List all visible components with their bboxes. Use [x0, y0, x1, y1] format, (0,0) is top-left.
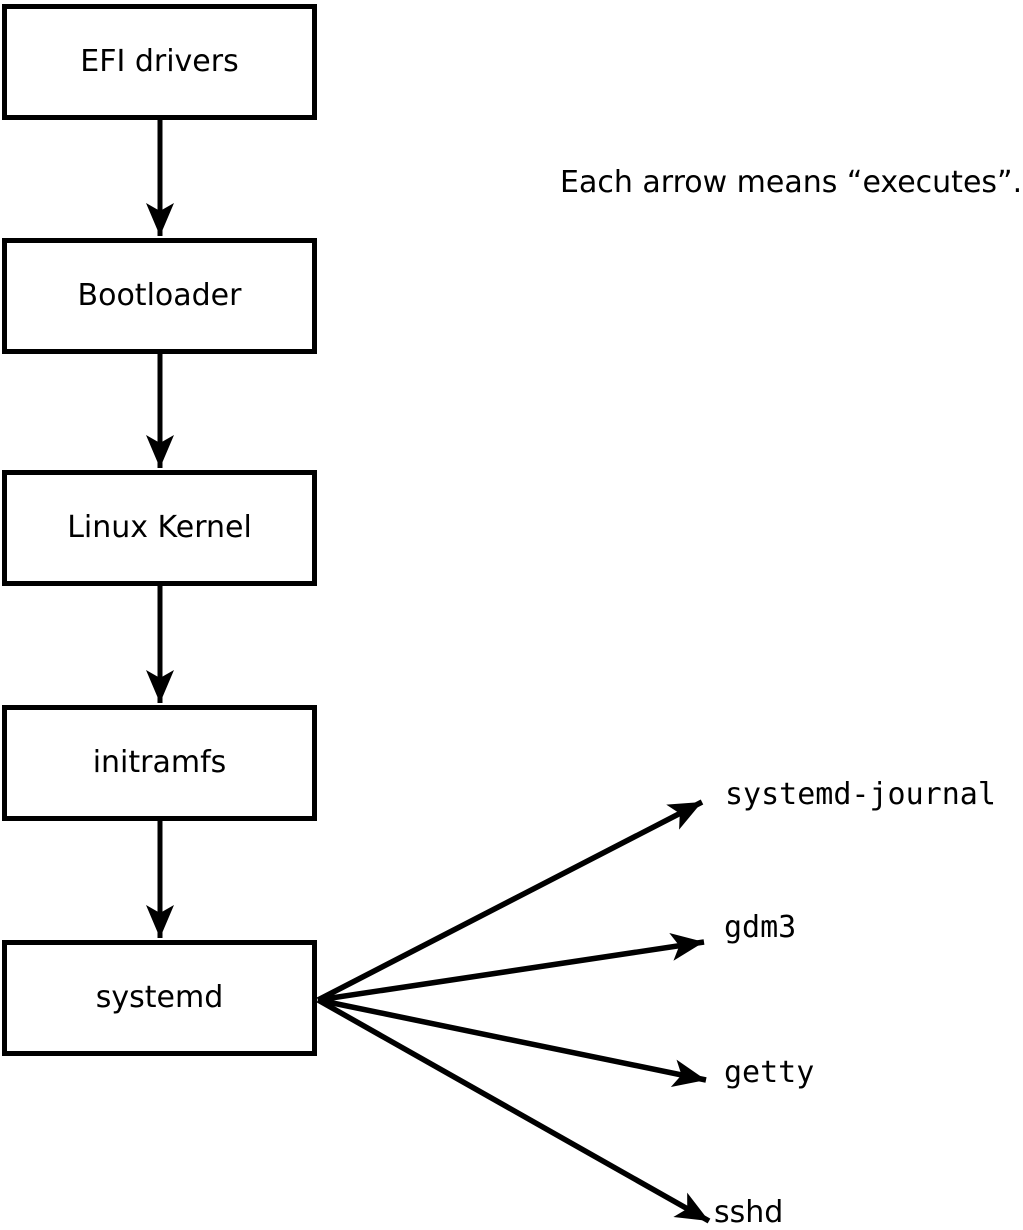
- label-getty: getty: [724, 1055, 815, 1090]
- node-initramfs-label: initramfs: [92, 745, 227, 780]
- node-systemd-label: systemd: [95, 980, 224, 1015]
- arrow-systemd-to-gdm3: [317, 933, 705, 1003]
- label-sshd: sshd: [714, 1195, 784, 1230]
- arrow-legend-text: Each arrow means “executes”.: [560, 165, 1023, 200]
- node-linux-kernel: Linux Kernel: [2, 470, 317, 586]
- node-systemd: systemd: [2, 940, 317, 1056]
- arrow-systemd-to-getty: [317, 997, 707, 1088]
- arrow-systemd-to-sshd: [316, 997, 711, 1224]
- arrow-systemd-to-journal: [316, 799, 704, 1003]
- label-gdm3: gdm3: [724, 910, 797, 945]
- label-systemd-journal: systemd-journal: [725, 777, 996, 812]
- node-bootloader-label: Bootloader: [77, 278, 242, 313]
- node-efi-drivers-label: EFI drivers: [80, 44, 239, 79]
- node-initramfs: initramfs: [2, 705, 317, 821]
- node-linux-kernel-label: Linux Kernel: [67, 510, 252, 545]
- node-bootloader: Bootloader: [2, 238, 317, 354]
- node-efi-drivers: EFI drivers: [2, 4, 317, 120]
